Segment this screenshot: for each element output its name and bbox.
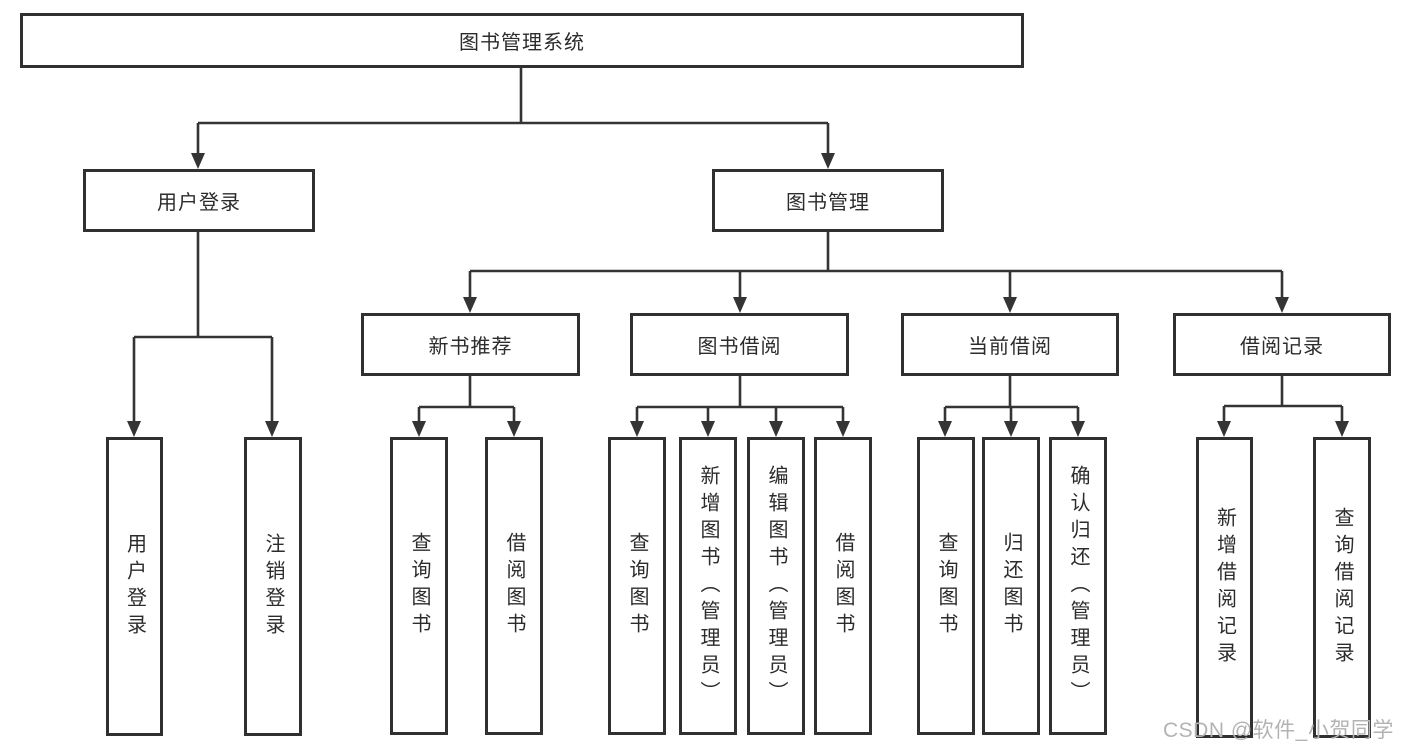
connector-new-book-children (417, 376, 516, 425)
arrowhead (938, 421, 952, 437)
arrowhead (1071, 421, 1085, 437)
arrowhead (1335, 421, 1349, 437)
node-user-login-leaf: 用户登录 (106, 437, 163, 736)
arrowhead (769, 421, 783, 437)
arrowhead (507, 421, 521, 437)
node-edit-books-admin: 编辑图书（管理员） (747, 437, 805, 735)
arrowhead (630, 421, 644, 437)
node-library-management-system: 图书管理系统 (20, 13, 1024, 68)
arrowhead (701, 421, 715, 437)
node-query-borrow-record: 查询借阅记录 (1313, 437, 1371, 738)
node-query-books-3: 查询图书 (917, 437, 975, 735)
node-borrowing-records: 借阅记录 (1173, 313, 1391, 376)
arrowhead (1275, 297, 1289, 313)
node-book-management: 图书管理 (712, 169, 944, 232)
connector-user-login-children (132, 232, 274, 425)
arrowhead (412, 421, 426, 437)
node-borrow-books-1: 借阅图书 (485, 437, 543, 735)
connector-borrow-record-children (1222, 376, 1344, 425)
connector-root-to-level1 (196, 68, 830, 157)
node-query-books-1: 查询图书 (390, 437, 448, 735)
arrowhead (1217, 421, 1231, 437)
node-confirm-return-admin: 确认归还（管理员） (1049, 437, 1107, 735)
node-current-borrowing: 当前借阅 (901, 313, 1119, 376)
connector-book-borrow-children (635, 376, 845, 425)
node-add-borrow-record: 新增借阅记录 (1196, 437, 1253, 738)
node-query-books-2: 查询图书 (608, 437, 666, 735)
arrowhead (836, 421, 850, 437)
arrowhead (191, 153, 205, 169)
node-new-book-recommendation: 新书推荐 (361, 313, 580, 376)
arrowhead (733, 297, 747, 313)
arrowhead (463, 297, 477, 313)
node-add-books-admin: 新增图书（管理员） (679, 437, 737, 735)
csdn-watermark: CSDN @软件_小贺同学 (1163, 719, 1394, 742)
node-return-books: 归还图书 (982, 437, 1040, 735)
arrowhead (821, 153, 835, 169)
arrowhead (127, 421, 141, 437)
arrowhead (1004, 421, 1018, 437)
arrowhead (265, 421, 279, 437)
connector-current-borrow-children (943, 376, 1080, 425)
node-borrow-books-2: 借阅图书 (814, 437, 872, 735)
arrowhead (1003, 297, 1017, 313)
node-user-login: 用户登录 (83, 169, 315, 232)
connector-book-mgmt-children (468, 232, 1284, 301)
node-book-borrowing: 图书借阅 (630, 313, 849, 376)
node-logout: 注销登录 (244, 437, 302, 736)
